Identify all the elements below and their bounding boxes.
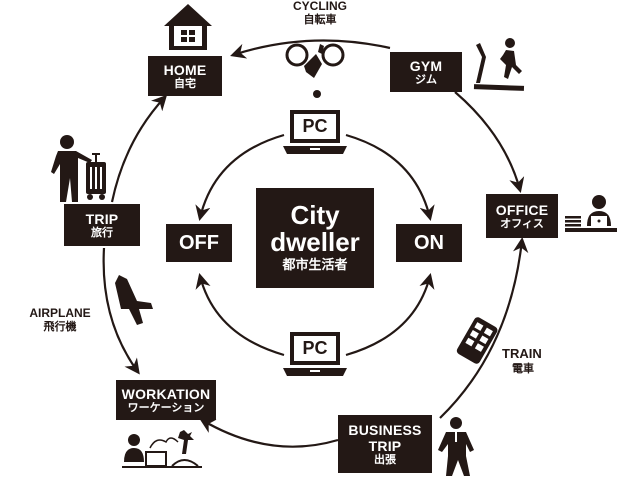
- arc-gym-to-home: [230, 39, 391, 59]
- arc-pc-top-to-on: [345, 133, 435, 221]
- arc-gym-to-office: [454, 91, 525, 193]
- node-workation: WORKATION ワーケーション: [116, 380, 216, 420]
- node-home: HOME 自宅: [148, 56, 222, 96]
- airplane-label-en: AIRPLANE: [29, 306, 91, 320]
- gym-label-en: GYM: [409, 57, 443, 74]
- arc-pc-bottom-to-on: [345, 273, 435, 357]
- businessman-icon: [436, 416, 480, 483]
- arc-pc-top-to-off: [195, 133, 285, 221]
- business-trip-label-en1: BUSINESS: [348, 421, 422, 438]
- laptop-icon: [283, 110, 347, 154]
- pc-top-label: PC: [302, 116, 328, 136]
- on-label: ON: [414, 231, 444, 254]
- traveler-with-suitcase-icon: [50, 134, 114, 209]
- node-gym: GYM ジム: [390, 52, 462, 92]
- house-icon: [162, 2, 214, 57]
- node-business-trip: BUSINESS TRIP 出張: [338, 415, 432, 473]
- center-title-line1: City: [290, 199, 340, 230]
- arc-pc-bottom-to-off: [195, 273, 285, 357]
- workation-beach-laptop-icon: [122, 426, 202, 477]
- cycling-label-en: CYCLING: [293, 0, 347, 13]
- arc-trip-to-workation: [102, 247, 140, 375]
- bicycle-icon: [284, 40, 346, 105]
- trip-label-jp: 旅行: [91, 225, 113, 239]
- laptop-icon: [283, 332, 347, 376]
- node-trip: TRIP 旅行: [64, 204, 140, 246]
- center-title-line2: dweller: [270, 227, 360, 258]
- train-label-jp: 電車: [512, 361, 534, 375]
- label-train: TRAIN 電車: [502, 346, 558, 375]
- center-subtitle: 都市生活者: [282, 258, 348, 274]
- pc-top: PC: [281, 108, 349, 156]
- office-label-jp: オフィス: [500, 216, 544, 230]
- trip-label-en: TRIP: [85, 210, 119, 227]
- arc-trip-to-home: [110, 94, 168, 203]
- business-trip-label-en2: TRIP: [368, 437, 402, 454]
- treadmill-runner-icon: [470, 35, 530, 102]
- off-label: OFF: [179, 231, 219, 254]
- label-cycling: CYCLING 自転車: [270, 0, 370, 27]
- office-worker-icon: [563, 194, 617, 243]
- office-label-en: OFFICE: [495, 201, 549, 218]
- off-box: OFF: [166, 224, 232, 262]
- workation-label-jp: ワーケーション: [127, 400, 205, 414]
- pc-bottom: PC: [281, 330, 349, 378]
- label-airplane: AIRPLANE 飛行機: [18, 306, 102, 334]
- pc-bottom-label: PC: [302, 338, 328, 358]
- airplane-icon: [113, 273, 157, 332]
- cycling-label-jp: 自転車: [303, 13, 337, 27]
- gym-label-jp: ジム: [415, 72, 437, 86]
- business-trip-label-jp: 出張: [374, 452, 396, 466]
- home-label-jp: 自宅: [174, 76, 196, 90]
- home-label-en: HOME: [163, 61, 207, 78]
- arc-business-to-workation: [199, 418, 339, 448]
- airplane-label-jp: 飛行機: [43, 320, 77, 334]
- train-icon: [452, 316, 504, 371]
- train-label-en: TRAIN: [502, 346, 542, 361]
- workation-label-en: WORKATION: [121, 385, 211, 402]
- arc-business-to-office: [439, 236, 529, 419]
- node-office: OFFICE オフィス: [486, 194, 558, 238]
- on-box: ON: [396, 224, 462, 262]
- center-city-dweller: City dweller 都市生活者: [256, 188, 374, 288]
